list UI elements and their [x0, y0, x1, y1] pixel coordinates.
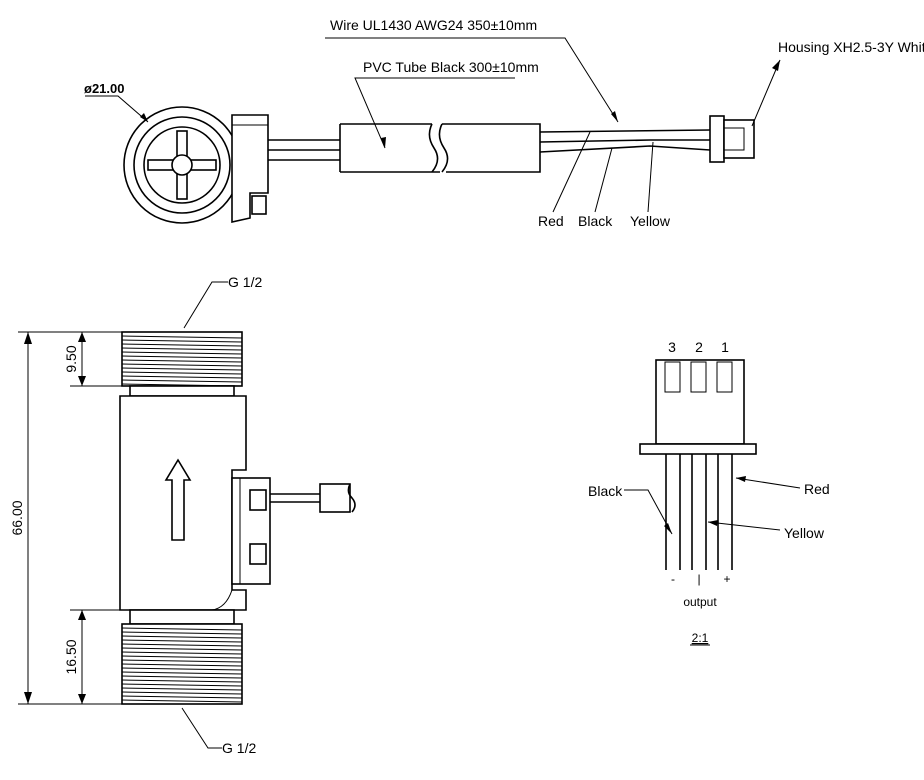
wire-color-red: Red	[538, 213, 564, 229]
rotor-hub	[171, 154, 193, 176]
scale-label: 2:1	[692, 631, 709, 645]
thread-bottom-label: G 1/2	[222, 740, 256, 756]
connector-housing	[655, 359, 745, 445]
housing-plug-body	[723, 119, 755, 159]
red-pin-leader	[735, 477, 801, 489]
thread-line	[121, 655, 243, 659]
thread-line	[121, 371, 243, 375]
thread-line	[121, 375, 243, 379]
thread-line	[121, 691, 243, 695]
housing-plug-left	[709, 115, 725, 163]
tube-spec-label: PVC Tube Black 300±10mm	[363, 59, 539, 75]
module-screw-top	[249, 489, 267, 511]
housing-spec-label: Housing XH2.5-3Y White	[778, 39, 924, 55]
thread-line	[121, 699, 243, 703]
thread-line	[121, 643, 243, 647]
pin-slot-2	[690, 361, 707, 393]
tube-leader	[354, 77, 515, 149]
wire-leader	[325, 37, 619, 123]
yellow-leader	[647, 141, 654, 213]
wire-color-black: Black	[578, 213, 613, 229]
tube-break-right	[438, 123, 449, 173]
pin-label-red: Red	[804, 481, 830, 497]
dim-total-label: 66.00	[9, 500, 25, 535]
thread-bottom-leader	[181, 707, 222, 749]
wire-spec-label: Wire UL1430 AWG24 350±10mm	[330, 17, 537, 33]
connector-flange	[639, 443, 757, 455]
tube-break-left	[428, 123, 439, 173]
thread-top-label: G 1/2	[228, 274, 262, 290]
housing-leader	[751, 59, 781, 127]
thread-line	[121, 351, 243, 355]
rotor-ring	[143, 126, 221, 204]
yellow-pin-leader	[707, 521, 781, 531]
pin-number-2: 2	[695, 339, 703, 355]
thread-line	[121, 335, 243, 339]
pin-label-yellow: Yellow	[784, 525, 825, 541]
black-leader	[594, 147, 613, 213]
sensor-inner-ring	[133, 116, 231, 214]
black-pin-leader	[624, 489, 673, 535]
polarity-output: |	[697, 572, 700, 586]
thread-line	[121, 347, 243, 351]
thread-line	[121, 635, 243, 639]
thread-line	[121, 671, 243, 675]
thread-line	[121, 355, 243, 359]
thread-line	[121, 663, 243, 667]
diameter-label: ø21.00	[84, 81, 124, 96]
red-leader	[552, 131, 591, 213]
mount-screw	[251, 195, 267, 215]
thread-line	[121, 651, 243, 655]
thread-line	[121, 359, 243, 363]
thread-line	[121, 379, 243, 383]
module-screw-bottom	[249, 543, 267, 565]
top-neck	[129, 385, 235, 397]
connector-pinout: 3 2 1 Black Red Yellow - | + output 2:1	[588, 339, 830, 646]
pin-number-3: 3	[668, 339, 676, 355]
thread-line	[121, 683, 243, 687]
thread-line	[121, 363, 243, 367]
polarity-positive: +	[723, 572, 730, 586]
diameter-leader	[85, 95, 149, 123]
pvc-tube	[340, 123, 440, 173]
thread-line	[121, 695, 243, 699]
thread-line	[121, 679, 243, 683]
housing-latch	[723, 127, 745, 151]
thread-line	[121, 339, 243, 343]
pin-number-1: 1	[721, 339, 729, 355]
dim-bottom-label: 16.50	[63, 639, 79, 674]
thread-line	[121, 647, 243, 651]
wire-color-yellow: Yellow	[630, 213, 671, 229]
thread-line	[121, 667, 243, 671]
output-label: output	[683, 595, 717, 609]
pin-label-black: Black	[588, 483, 623, 499]
pin-slot-1	[716, 361, 733, 393]
side-view: 66.00 9.50 16.50 G 1/2 G 1/2	[9, 274, 356, 756]
thread-top-leader	[183, 281, 228, 329]
pin-slot-3	[664, 361, 681, 393]
flow-arrow	[164, 458, 192, 541]
dim-top-label: 9.50	[63, 345, 79, 372]
thread-line	[121, 687, 243, 691]
polarity-negative: -	[671, 572, 675, 586]
sensor-mount-block	[231, 114, 269, 223]
thread-line	[121, 631, 243, 635]
thread-line	[121, 367, 243, 371]
thread-line	[121, 627, 243, 631]
thread-line	[121, 659, 243, 663]
thread-line	[121, 639, 243, 643]
top-view: Wire UL1430 AWG24 350±10mm PVC Tube Blac…	[84, 17, 924, 229]
bottom-neck	[129, 609, 235, 625]
thread-line	[121, 343, 243, 347]
side-cable-tube	[319, 483, 351, 513]
thread-line	[121, 675, 243, 679]
